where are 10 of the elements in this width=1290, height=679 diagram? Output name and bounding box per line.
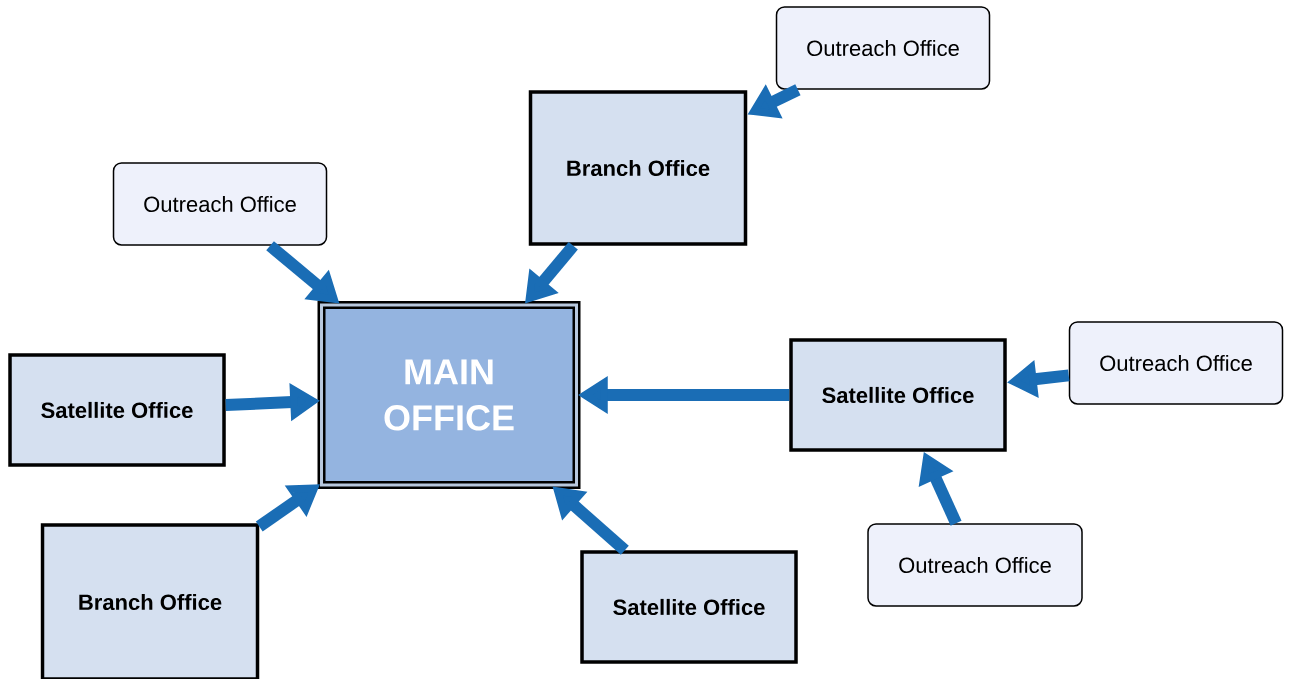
office-box: Branch Office — [528, 90, 748, 246]
office-box: Satellite Office — [580, 550, 798, 664]
outreach-office-box: Outreach Office — [1068, 321, 1284, 405]
office-box: Branch Office — [40, 523, 260, 679]
outreach-office-box: Outreach Office — [867, 523, 1083, 607]
outreach-office-box: Outreach Office — [775, 6, 991, 90]
office-box: Satellite Office — [789, 338, 1007, 452]
main-office-box: MAIN OFFICE — [317, 301, 581, 489]
outreach-office-box: Outreach Office — [112, 162, 328, 246]
office-box: Satellite Office — [8, 353, 226, 467]
